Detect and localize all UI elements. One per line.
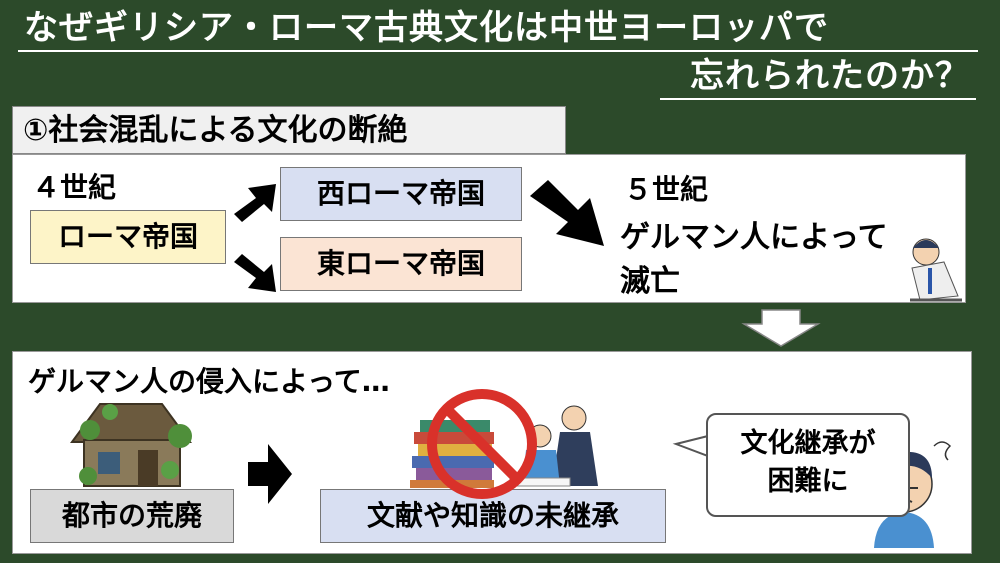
- section-heading: ①社会混乱による文化の断絶: [12, 106, 566, 154]
- ruined-house-icon: [70, 403, 192, 487]
- rome-empire-box: ローマ帝国: [30, 210, 226, 264]
- slumped-man-icon: [910, 238, 962, 302]
- east-rome-box: 東ローマ帝国: [280, 237, 522, 291]
- century4-label: ４世紀: [32, 171, 117, 204]
- city-ruin-box: 都市の荒廃: [30, 489, 234, 543]
- invasion-lead-text: ゲルマン人の侵入によって…: [28, 365, 390, 398]
- century5-label: ５世紀: [624, 173, 709, 206]
- west-rome-box: 西ローマ帝国: [280, 167, 522, 221]
- arrow-right-icon: [248, 444, 292, 504]
- page-title-line2: 忘れられたのか？: [690, 56, 970, 96]
- arrow-down-right-icon: [234, 254, 276, 292]
- by-germans-label: ゲルマン人によって: [620, 220, 888, 255]
- arrow-big-down-right-icon: [530, 180, 604, 246]
- page-title-line1: なぜギリシア・ローマ古典文化は中世ヨーロッパで: [24, 8, 829, 48]
- bubble-line1: 文化継承が: [740, 428, 876, 459]
- arrow-down-icon: [741, 309, 821, 347]
- prohibition-icon: [427, 389, 537, 499]
- destroyed-label: 滅亡: [620, 264, 680, 299]
- title-underline-1: [18, 50, 978, 52]
- title-underline-2: [660, 98, 976, 100]
- bubble-line2: 困難に: [767, 466, 849, 497]
- teacher-student-icon: [509, 405, 598, 487]
- arrow-up-right-icon: [234, 184, 276, 222]
- speech-bubble: 文化継承が 困難に: [706, 413, 910, 517]
- speech-bubble-tail: [672, 434, 709, 458]
